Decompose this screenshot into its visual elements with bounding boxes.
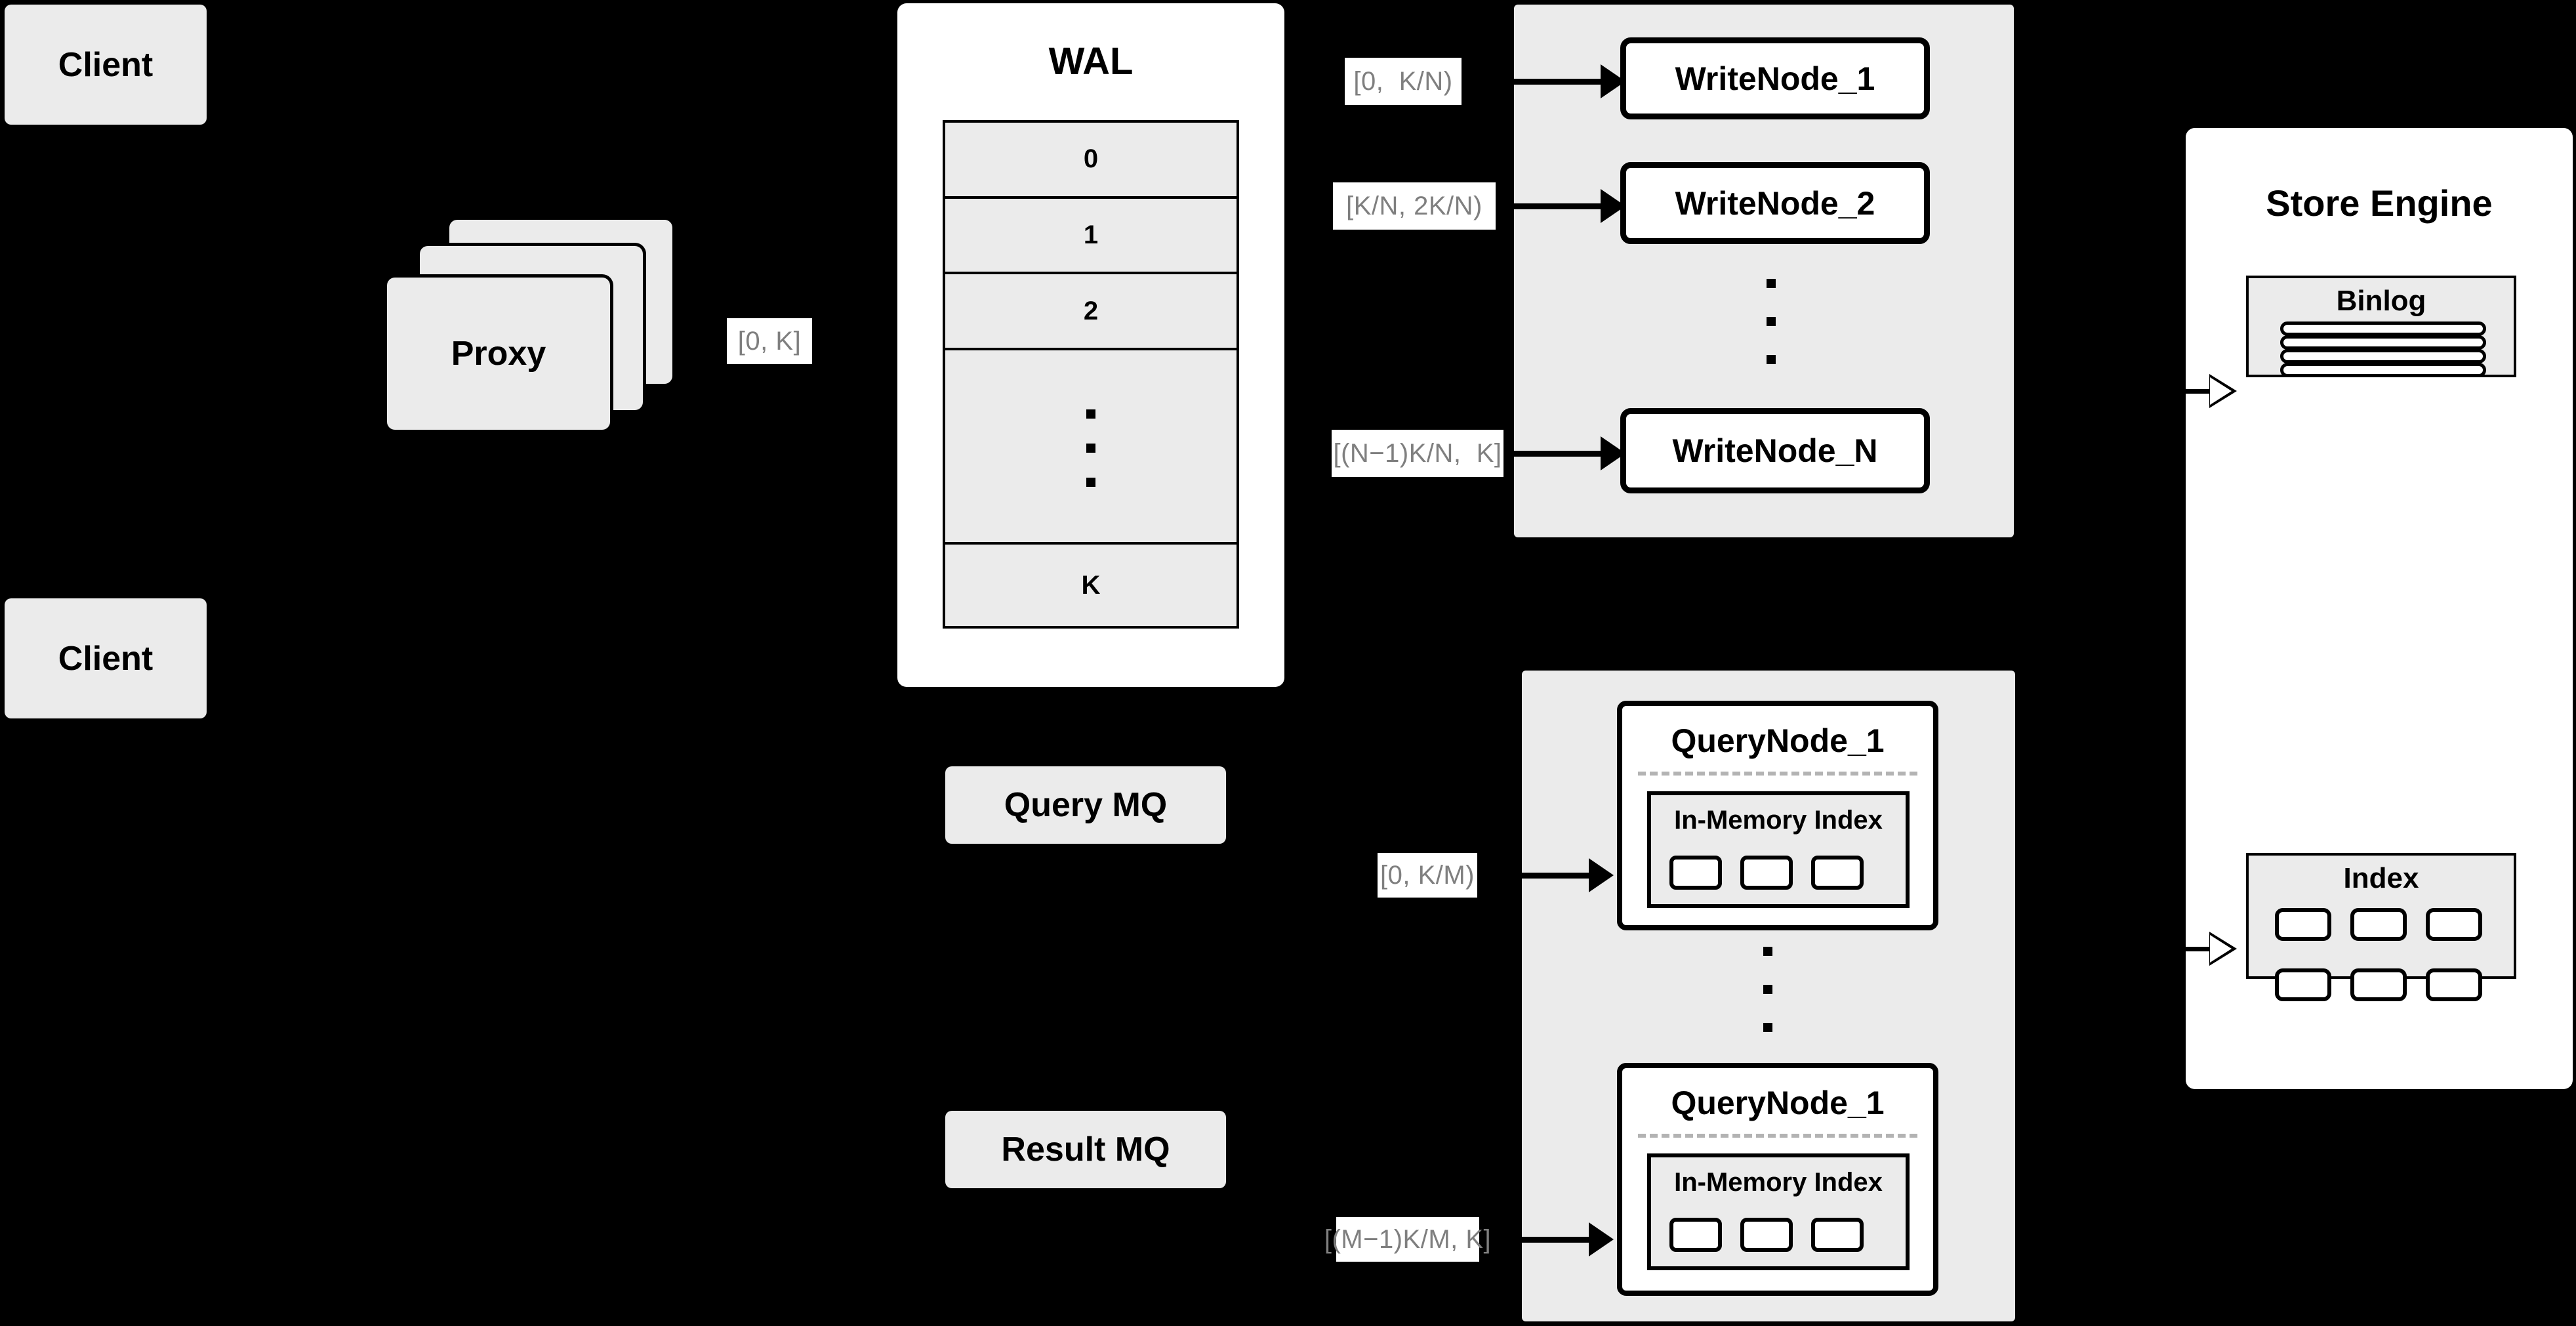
query-node-m[interactable]: QueryNode_1 In-Memory Index — [1617, 1063, 1938, 1296]
write-range-text-n: [(N−1)K/N, K] — [1333, 438, 1502, 468]
store-engine-panel: Store Engine Binlog Index — [2186, 128, 2573, 1089]
query-arrow-line-m — [1522, 1237, 1601, 1243]
write-node-n[interactable]: WriteNode_N — [1620, 408, 1930, 493]
result-mq-label: Result MQ — [1001, 1130, 1170, 1169]
index-cell — [1811, 856, 1864, 890]
query-node-m-inmemory-index-title: In-Memory Index — [1674, 1168, 1883, 1197]
query-node-1-inmemory-index-title: In-Memory Index — [1674, 806, 1883, 835]
index-cell — [2275, 968, 2331, 1001]
store-engine-binlog-arrow-line — [2177, 389, 2211, 394]
query-range-label-1: [0, K/M) — [1378, 853, 1477, 898]
binlog-bar — [2280, 335, 2486, 350]
write-arrow-line-2 — [1502, 203, 1612, 209]
proxy-range-text: [0, K] — [737, 326, 802, 356]
wal-row: 2 — [945, 274, 1237, 350]
write-arrow-line-n — [1503, 451, 1612, 457]
client-box-2[interactable]: Client — [5, 598, 207, 718]
index-cell — [2426, 968, 2482, 1001]
index-cell — [1811, 1218, 1864, 1252]
proxy-card-front[interactable]: Proxy — [387, 278, 610, 430]
query-arrow-head-1 — [1589, 858, 1614, 892]
index-cell — [2426, 908, 2482, 941]
query-arrow-line-1 — [1522, 873, 1601, 879]
wal-row: K — [945, 545, 1237, 626]
write-node-2[interactable]: WriteNode_2 — [1620, 162, 1930, 244]
write-arrow-line-1 — [1481, 79, 1612, 85]
wal-row-ellipsis — [945, 350, 1237, 545]
client-label-2: Client — [58, 639, 153, 678]
proxy-label: Proxy — [451, 335, 546, 373]
write-range-label-n: [(N−1)K/N, K] — [1332, 430, 1503, 477]
index-cell — [2275, 908, 2331, 941]
query-mq-box[interactable]: Query MQ — [945, 766, 1226, 844]
index-cell — [2350, 908, 2407, 941]
store-engine-index-arrow-head — [2209, 932, 2237, 966]
wal-row-list: 0 1 2 K — [943, 120, 1239, 629]
query-node-1[interactable]: QueryNode_1 In-Memory Index — [1617, 701, 1938, 930]
binlog-bar — [2280, 363, 2486, 377]
store-engine-binlog-arrow-head — [2209, 374, 2237, 408]
wal-row-value: 0 — [1083, 144, 1099, 174]
query-range-text-m: [(M−1)K/M, K] — [1324, 1224, 1492, 1254]
write-range-text-2: [K/N, 2K/N) — [1346, 191, 1482, 220]
binlog-title: Binlog — [2336, 285, 2426, 317]
write-range-label-1: [0, K/N) — [1345, 58, 1462, 105]
index-cell — [1669, 856, 1722, 890]
query-arrow-head-m — [1589, 1222, 1614, 1256]
wal-row: 1 — [945, 199, 1237, 275]
index-cell — [1740, 856, 1793, 890]
write-node-label-1: WriteNode_1 — [1675, 60, 1875, 97]
query-mq-label: Query MQ — [1004, 786, 1168, 824]
write-range-text-1: [0, K/N) — [1353, 66, 1453, 96]
wal-panel: WAL 0 1 2 K — [897, 3, 1284, 687]
index-title: Index — [2343, 862, 2419, 894]
index-cell — [2350, 968, 2407, 1001]
wal-row-value: K — [1081, 570, 1101, 600]
query-node-m-inmemory-index: In-Memory Index — [1647, 1153, 1910, 1270]
index-cell — [1669, 1218, 1722, 1252]
query-node-1-title: QueryNode_1 — [1671, 722, 1885, 759]
index-box: Index — [2246, 853, 2516, 1001]
wal-vertical-dots-icon — [1086, 409, 1095, 487]
store-engine-index-arrow-line — [2177, 947, 2211, 951]
write-node-label-n: WriteNode_N — [1672, 432, 1878, 469]
write-node-1[interactable]: WriteNode_1 — [1620, 37, 1930, 119]
query-cluster-vertical-dots-icon — [1763, 947, 1772, 1032]
index-cell — [1740, 1218, 1793, 1252]
write-range-label-2: [K/N, 2K/N) — [1333, 182, 1496, 230]
write-cluster-vertical-dots-icon — [1767, 279, 1776, 364]
client-box-1[interactable]: Client — [5, 5, 207, 125]
wal-row-value: 1 — [1083, 220, 1099, 249]
binlog-box: Binlog — [2246, 276, 2516, 377]
proxy-range-label: [0, K] — [727, 318, 812, 364]
wal-row-value: 2 — [1083, 296, 1099, 325]
write-node-label-2: WriteNode_2 — [1675, 184, 1875, 222]
query-node-1-separator — [1638, 772, 1917, 776]
store-engine-title: Store Engine — [2266, 182, 2493, 224]
query-node-m-separator — [1638, 1134, 1917, 1138]
wal-row: 0 — [945, 123, 1237, 199]
result-mq-box[interactable]: Result MQ — [945, 1111, 1226, 1188]
binlog-bar — [2280, 321, 2486, 336]
client-label-1: Client — [58, 45, 153, 84]
wal-title: WAL — [1048, 40, 1134, 83]
query-node-m-title: QueryNode_1 — [1671, 1085, 1885, 1121]
query-range-text-1: [0, K/M) — [1380, 860, 1475, 890]
binlog-bar — [2280, 349, 2486, 363]
query-range-label-m: [(M−1)K/M, K] — [1324, 1217, 1491, 1262]
query-node-1-inmemory-index: In-Memory Index — [1647, 791, 1910, 908]
